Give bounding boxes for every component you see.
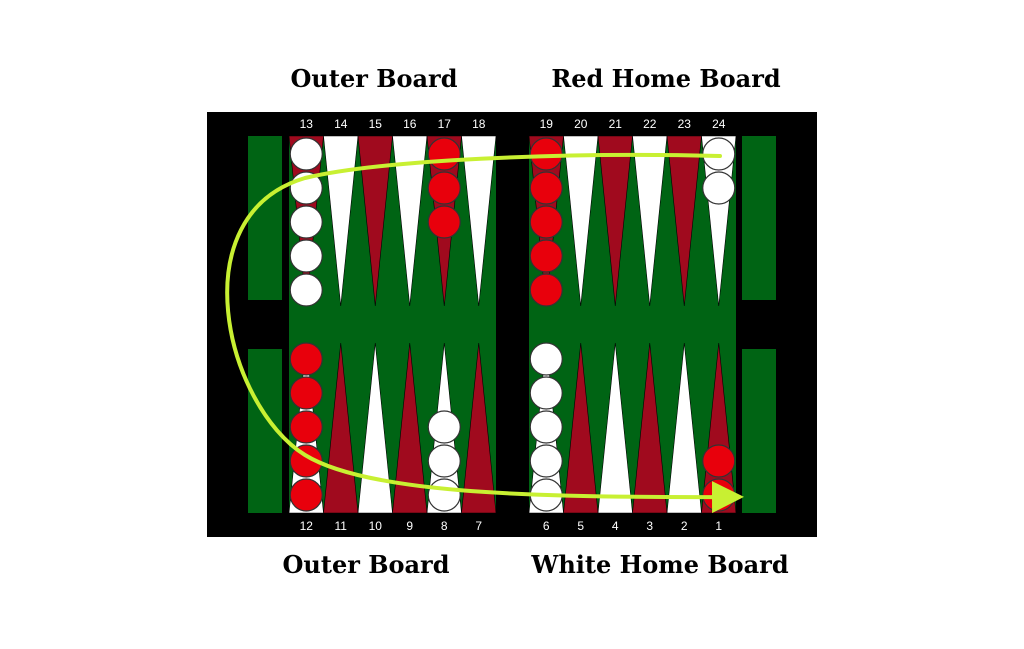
point-triangle-5 — [563, 342, 599, 514]
point-triangle-11 — [323, 342, 359, 514]
movement-arrow — [225, 153, 744, 514]
white-checker — [289, 239, 323, 273]
white-checker — [427, 410, 461, 444]
white-home-board-label: White Home Board — [531, 550, 789, 579]
white-checker — [427, 444, 461, 478]
point-number-bottom: 10 — [369, 519, 383, 533]
red-checker — [529, 205, 563, 239]
red-checker — [289, 444, 323, 478]
left-tray-top — [248, 136, 282, 300]
right-tray-top — [742, 136, 776, 300]
point-number-bottom: 6 — [543, 519, 550, 533]
point-number-top: 15 — [369, 117, 383, 131]
point-triangle-3 — [632, 342, 668, 514]
white-checker — [529, 410, 563, 444]
point-triangle-18 — [461, 135, 497, 307]
point-number-bottom: 2 — [681, 519, 688, 533]
white-checker — [289, 273, 323, 307]
white-checker — [289, 205, 323, 239]
point-number-top: 24 — [712, 117, 726, 131]
white-checker — [702, 171, 736, 205]
point-number-top: 21 — [609, 117, 623, 131]
point-triangle-9 — [392, 342, 428, 514]
point-number-top: 22 — [643, 117, 657, 131]
movement-arrow-path — [225, 153, 744, 514]
point-triangle-22 — [632, 135, 668, 307]
point-number-bottom: 4 — [612, 519, 619, 533]
point-number-bottom: 11 — [335, 519, 348, 533]
point-triangle-16 — [392, 135, 428, 307]
red-checker — [289, 410, 323, 444]
point-number-top: 19 — [540, 117, 554, 131]
red-home-board-label: Red Home Board — [551, 64, 781, 93]
red-checker — [702, 444, 736, 478]
red-checker — [289, 478, 323, 512]
white-checker — [529, 376, 563, 410]
red-checker — [529, 273, 563, 307]
right-half-felt — [529, 136, 736, 513]
point-number-top: 23 — [678, 117, 692, 131]
red-checker — [427, 171, 461, 205]
point-triangle-14 — [323, 135, 359, 307]
red-checker — [529, 171, 563, 205]
white-checker — [529, 342, 563, 376]
point-number-top: 14 — [334, 117, 348, 131]
point-triangle-2 — [666, 342, 702, 514]
point-number-top: 20 — [574, 117, 588, 131]
point-triangle-4 — [597, 342, 633, 514]
red-checker — [529, 239, 563, 273]
red-checker — [427, 205, 461, 239]
point-triangle-23 — [666, 135, 702, 307]
point-number-top: 17 — [438, 117, 452, 131]
point-number-bottom: 9 — [406, 519, 413, 533]
point-triangle-7 — [461, 342, 497, 514]
point-number-top: 18 — [472, 117, 486, 131]
white-checker — [529, 444, 563, 478]
point-number-bottom: 5 — [577, 519, 584, 533]
red-checker — [289, 342, 323, 376]
red-checker — [702, 478, 736, 512]
point-triangle-10 — [357, 342, 393, 514]
white-checker — [427, 478, 461, 512]
point-number-bottom: 1 — [715, 519, 722, 533]
board-checkers — [289, 137, 736, 512]
point-number-bottom: 12 — [300, 519, 314, 533]
white-checker — [289, 137, 323, 171]
right-tray-bottom — [742, 349, 776, 513]
point-triangle-20 — [563, 135, 599, 307]
outer-board-top-label: Outer Board — [290, 64, 458, 93]
red-checker — [289, 376, 323, 410]
point-number-bottom: 7 — [475, 519, 482, 533]
point-triangle-15 — [357, 135, 393, 307]
point-number-top: 13 — [300, 117, 314, 131]
left-half-felt — [289, 136, 496, 513]
point-number-top: 16 — [403, 117, 417, 131]
outer-board-bottom-label: Outer Board — [282, 550, 450, 579]
point-number-bottom: 3 — [646, 519, 653, 533]
red-checker — [427, 137, 461, 171]
point-triangle-21 — [597, 135, 633, 307]
point-number-bottom: 8 — [441, 519, 448, 533]
